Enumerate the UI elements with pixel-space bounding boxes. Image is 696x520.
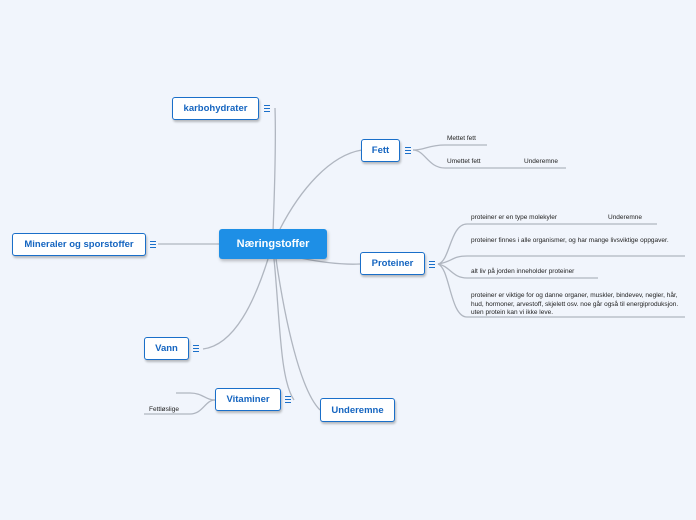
link-protein-2 [437,255,685,265]
subtopic-mettet-fett[interactable]: Mettet fett [447,135,476,142]
topic-fett-label: Fett [371,145,390,156]
subtopic-underemne[interactable]: Underemne [524,158,558,165]
root-topic-label: Næringstoffer [236,238,310,250]
menu-icon[interactable] [264,105,270,112]
topic-karbohydrater-label: karbohydrater [183,103,248,114]
topic-vann-label: Vann [155,343,178,354]
topic-proteiner-label: Proteiner [371,258,414,269]
link-fett [279,149,363,230]
menu-icon[interactable] [193,345,199,352]
subtopic-protein-liv[interactable]: alt liv på jorden inneholder proteiner [471,268,575,275]
subtopic-underemne[interactable]: Underemne [608,214,642,221]
topic-underemne[interactable]: Underemne [320,398,395,422]
topic-proteiner[interactable]: Proteiner [360,252,425,275]
topic-fett[interactable]: Fett [361,139,400,162]
topic-mineraler-label: Mineraler og sporstoffer [24,239,134,250]
link-karbohydrater [272,107,277,233]
topic-underemne-label: Underemne [331,404,384,416]
subtopic-protein-viktige[interactable]: proteiner er viktige for og danne organe… [471,292,679,316]
subtopic-protein-molekyler[interactable]: proteiner er en type molekyler [471,214,557,221]
menu-icon[interactable] [405,147,411,154]
link-vit-2 [144,399,216,415]
subtopic-umettet-fett[interactable]: Umettet fett [447,158,481,165]
link-vitaminer [273,258,295,401]
root-topic[interactable]: Næringstoffer [219,229,327,259]
link-vit-1 [176,392,216,401]
topic-vitaminer-label: Vitaminer [226,394,270,405]
subtopic-protein-organismer[interactable]: proteiner finnes i alle organismer, og h… [471,237,669,244]
menu-icon[interactable] [150,241,156,248]
topic-vann[interactable]: Vann [144,337,189,360]
link-protein-3 [437,263,598,279]
link-vann [202,258,269,350]
topic-mineraler[interactable]: Mineraler og sporstoffer [12,233,146,256]
menu-icon[interactable] [429,261,435,268]
menu-icon[interactable] [285,396,291,403]
link-protein-4 [437,263,685,318]
link-underemne [275,258,321,411]
link-mettet [412,144,487,151]
topic-karbohydrater[interactable]: karbohydrater [172,97,259,120]
link-umettet [412,149,566,169]
link-protein-1 [437,223,657,265]
subtopic-fettloslige[interactable]: Fettløslige [149,406,179,413]
topic-vitaminer[interactable]: Vitaminer [215,388,281,411]
